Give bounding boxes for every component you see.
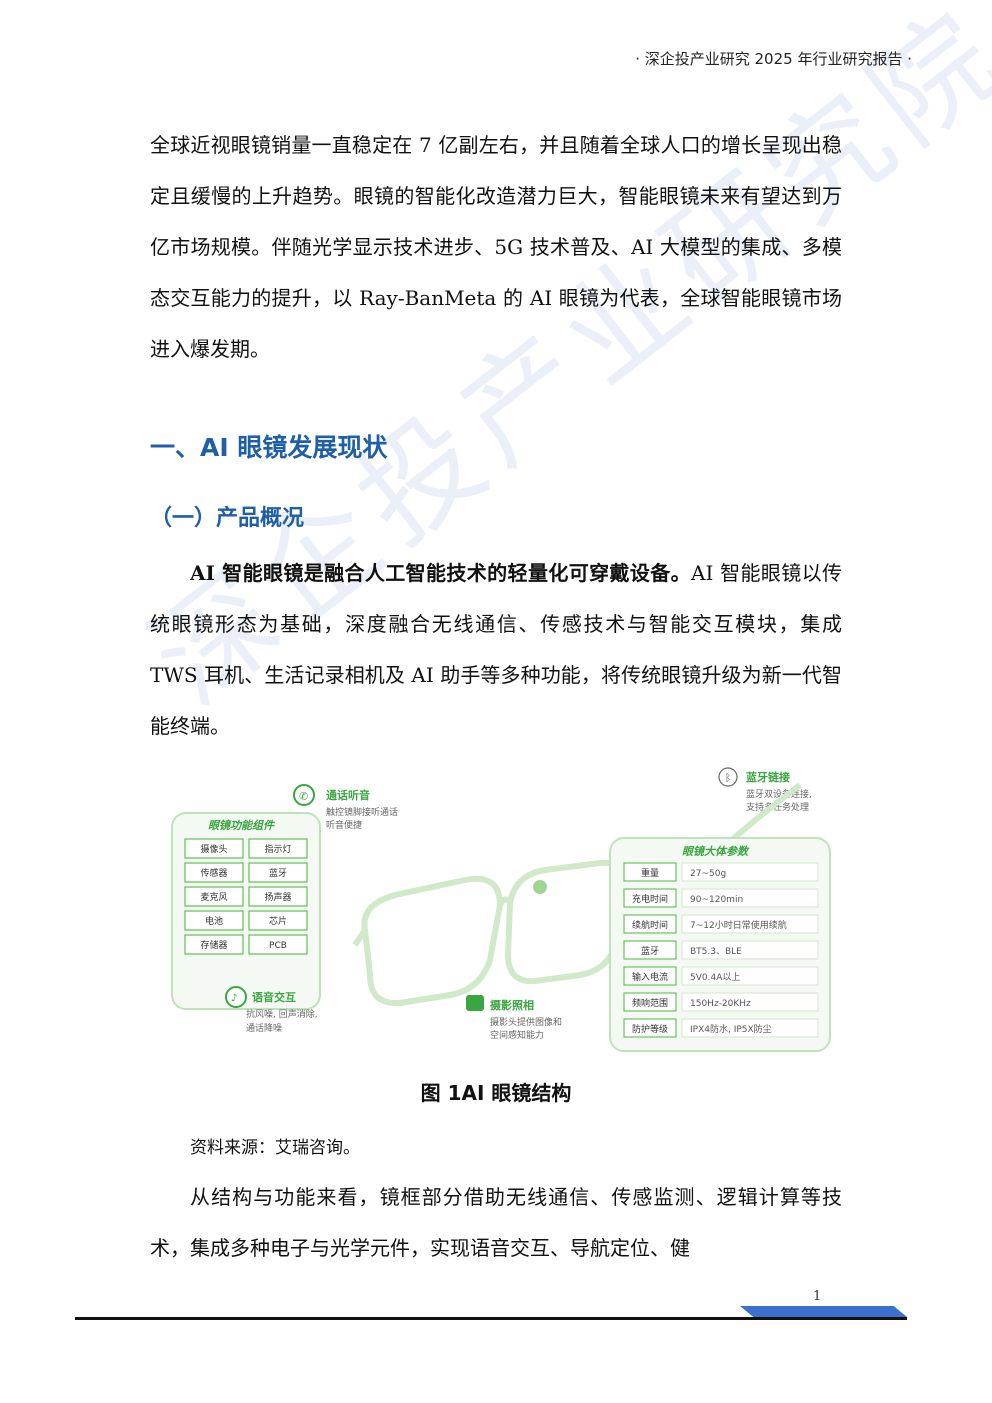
component-cell [184,838,244,859]
param-key-cell [623,966,677,986]
figure-source: 资料来源：艾瑞咨询。 [190,1138,360,1158]
paragraph-overview-bold: AI 智能眼镜是融合人工智能技术的轻量化可穿戴设备。 [190,561,691,585]
param-key: 充电时间 [632,893,668,905]
param-value-cell [681,966,819,986]
page-number: 1 [813,1289,822,1304]
param-key-cell [623,914,677,934]
params-title: 眼镜大体参数 [682,845,750,858]
param-value-cell [681,940,819,960]
section-heading: 一、AI 眼镜发展现状 [150,433,388,462]
photo-desc-1: 摄影头提供图像和 [490,1016,562,1028]
bluetooth-icon [718,767,738,787]
component-cell [184,886,244,907]
call-title: 通话听音 [326,788,370,802]
component-label: 传感器 [200,867,227,879]
phone-glyph: ✆ [299,790,308,803]
component-label: 麦克风 [200,891,227,903]
param-key: 蓝牙 [641,945,659,957]
photo-title: 摄影照相 [490,998,534,1012]
component-cell [248,886,308,907]
components-panel [171,812,321,1010]
component-label: 存储器 [200,939,227,951]
param-key: 频响范围 [632,997,668,1009]
component-label: 电池 [205,915,223,927]
param-value-cell [681,862,819,882]
param-value: 27~50g [690,869,726,879]
page-header: · 深企投产业研究 2025 年行业研究报告 · [635,50,912,68]
voice-title: 语音交互 [252,990,296,1004]
figure-caption: 图 1AI 眼镜结构 [420,1081,572,1105]
param-value-cell [681,914,819,934]
bluetooth-glyph: ᛒ [725,773,731,784]
bluetooth-desc-2: 支持多任务处理 [746,801,809,813]
subsection-heading: （一）产品概况 [150,506,305,531]
param-value: 150Hz-20KHz [690,999,751,1009]
param-value: 7~12小时日常使用续航 [690,919,787,931]
param-value-cell [681,1018,819,1038]
component-label: 蓝牙 [269,867,287,879]
paragraph-structure: 从结构与功能来看，镜框部分借助无线通信、传感监测、逻辑计算等技术，集成多种电子与… [150,1185,842,1260]
param-value: BT5.3、BLE [690,947,742,957]
param-key-cell [623,940,677,960]
param-key: 输入电流 [632,971,668,983]
bluetooth-title: 蓝牙链接 [746,770,790,784]
call-desc-1: 触控镜脚接听通话 [326,806,398,818]
call-desc-2: 听音便捷 [326,819,362,831]
components-title: 眼镜功能组件 [208,819,276,832]
param-key-cell [623,992,677,1012]
component-cell [184,862,244,883]
paragraph-intro: 全球近视眼镜销量一直稳定在 7 亿副左右，并且随着全球人口的增长呈现出稳定且缓慢… [150,133,842,361]
camera-dot [533,880,547,894]
speaker-icon [225,986,247,1008]
component-cell [248,838,308,859]
voice-desc-1: 抗风噪, 回声消除, [246,1008,318,1020]
camera-icon [466,995,484,1011]
component-label: 摄像头 [200,843,227,855]
photo-desc-2: 空间感知能力 [490,1029,544,1041]
param-key: 续航时间 [632,919,668,931]
param-key-cell [623,1018,677,1038]
component-label: 芯片 [269,915,287,927]
phone-icon [293,784,315,806]
component-cell [248,934,308,955]
component-label: 指示灯 [264,843,291,855]
component-cell [184,910,244,931]
param-value-cell [681,992,819,1012]
component-label: PCB [269,941,287,951]
paragraph-overview: AI 智能眼镜是融合人工智能技术的轻量化可穿戴设备。AI 智能眼镜以传统眼镜形态… [150,548,842,752]
param-value: 5V0.4A以上 [690,972,740,983]
param-key-cell [623,888,677,908]
component-cell [248,862,308,883]
param-key: 重量 [641,867,659,879]
component-cell [248,910,308,931]
param-key-cell [623,862,677,882]
footer-rule [75,1317,907,1320]
component-cell [184,934,244,955]
param-value: IPX4防水, IP5X防尘 [690,1023,772,1035]
param-key: 防护等级 [632,1023,668,1035]
param-value: 90~120min [690,895,743,905]
paragraph-overview-rest: AI 智能眼镜以传统眼镜形态为基础，深度融合无线通信、传感技术与智能交互模块，集… [150,561,842,738]
voice-desc-2: 通话降噪 [246,1022,282,1034]
footer-accent [740,1306,907,1317]
speaker-glyph: ♪ [231,993,237,1004]
component-label: 扬声器 [264,891,291,903]
param-value-cell [681,888,819,908]
